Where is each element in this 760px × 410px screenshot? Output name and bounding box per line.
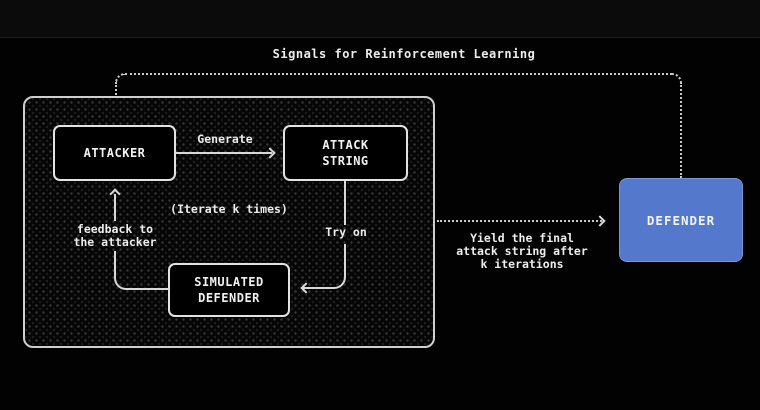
try-on-line-horizontal xyxy=(302,287,334,289)
dotted-top-line xyxy=(125,73,672,75)
simulated-defender-label: SIMULATED DEFENDER xyxy=(194,275,264,305)
simulated-defender-node: SIMULATED DEFENDER xyxy=(168,263,290,317)
dotted-corner-top-right xyxy=(672,73,682,83)
defender-label: DEFENDER xyxy=(646,212,716,228)
yield-arrow-line xyxy=(437,220,602,222)
attacker-label: ATTACKER xyxy=(83,146,146,160)
arrowhead-right-icon xyxy=(594,215,606,227)
feedback-label: feedback to the attacker xyxy=(73,222,157,249)
iterate-label: (Iterate k times) xyxy=(170,202,288,216)
attacker-node: ATTACKER xyxy=(53,125,176,181)
rl-signals-caption: Signals for Reinforcement Learning xyxy=(272,47,536,61)
defender-node: DEFENDER xyxy=(619,178,743,262)
top-letterbox-band xyxy=(0,0,760,38)
attack-string-label: ATTACK STRING xyxy=(322,138,369,168)
try-on-label: Try on xyxy=(325,225,367,239)
try-on-elbow xyxy=(333,244,346,289)
attack-string-node: ATTACK STRING xyxy=(283,125,408,181)
try-on-line-upper xyxy=(344,181,346,225)
feedback-elbow xyxy=(114,251,169,290)
yield-label: Yield the final attack string after k it… xyxy=(456,231,588,271)
generate-label: Generate xyxy=(197,132,253,146)
dotted-corner-top-left xyxy=(115,73,125,83)
dotted-drop-to-defender xyxy=(672,82,682,178)
feedback-line-upper xyxy=(114,194,116,221)
generate-arrow-line xyxy=(176,152,272,154)
